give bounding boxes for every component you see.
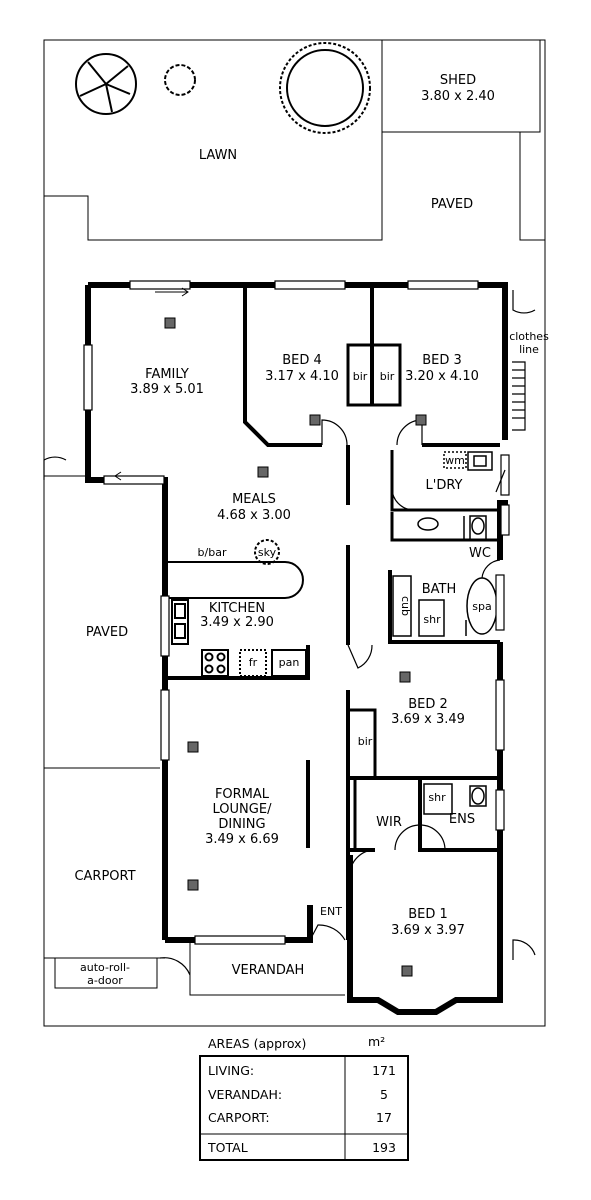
ensuite-label: ENS	[449, 812, 475, 827]
auto-roll-a-door-outline	[54, 957, 158, 989]
family-dims: 3.89 x 5.01	[130, 382, 204, 397]
bed2-label: BED 2	[408, 697, 448, 712]
bed1-dims: 3.69 x 3.97	[391, 923, 465, 938]
areas-table: AREAS (approx) m² LIVING: 171 VERANDAH: …	[199, 1034, 409, 1161]
kitchen-label: KITCHEN	[209, 601, 265, 616]
ceiling-markers	[164, 317, 427, 977]
areas-total-value: 193	[372, 1140, 396, 1155]
bed2-dims: 3.69 x 3.49	[391, 712, 465, 727]
lounge-label-line2: LOUNGE/	[213, 802, 273, 817]
areas-row-value: 17	[376, 1110, 392, 1125]
areas-row-label: CARPORT:	[208, 1110, 270, 1125]
meals-dims: 4.68 x 3.00	[217, 508, 291, 523]
bed1-label: BED 1	[408, 907, 448, 922]
auto-door-line2: a-door	[87, 974, 123, 987]
pantry-label: pan	[279, 656, 300, 669]
areas-row-value: 5	[380, 1087, 388, 1102]
areas-row-value: 171	[372, 1063, 396, 1078]
family-label: FAMILY	[145, 367, 189, 382]
wet-area-fixtures	[392, 451, 498, 815]
areas-unit: m²	[368, 1034, 385, 1049]
fridge-label: fr	[249, 656, 258, 669]
bath-label: BATH	[422, 582, 457, 597]
spa-label: spa	[472, 600, 491, 613]
verandah-label: VERANDAH	[232, 963, 305, 978]
bir-bed3-label: bir	[380, 370, 395, 383]
lounge-dims: 3.49 x 6.69	[205, 832, 279, 847]
shed-dims: 3.80 x 2.40	[421, 89, 495, 104]
door-swings	[43, 290, 536, 976]
site-lines	[44, 475, 345, 996]
areas-row-label: VERANDAH:	[208, 1087, 282, 1102]
shower-bath-label: shr	[423, 613, 441, 626]
carport-label: CARPORT	[74, 869, 135, 884]
windows	[83, 280, 510, 945]
meals-label: MEALS	[232, 492, 276, 507]
washing-machine-label: wm	[445, 454, 465, 467]
bir-bed2-label: bir	[358, 735, 373, 748]
sliding-door-arrows	[114, 287, 189, 481]
tree-icon	[75, 53, 137, 115]
areas-heading: AREAS (approx)	[208, 1036, 306, 1051]
areas-total-label: TOTAL	[207, 1140, 248, 1155]
breakfast-bar-label: b/bar	[198, 546, 227, 559]
kitchen-dims: 3.49 x 2.90	[200, 615, 274, 630]
paved-outline	[519, 132, 545, 241]
clothes-line-label1: clothes	[509, 330, 549, 343]
lawn-label: LAWN	[199, 148, 237, 163]
entry-label: ENT	[320, 905, 342, 918]
wir-label: WIR	[376, 815, 402, 830]
property-boundary	[43, 39, 546, 1027]
bed4-label: BED 4	[282, 353, 322, 368]
lounge-label-line3: DINING	[218, 817, 265, 832]
skylight-label: sky	[258, 546, 277, 559]
areas-row-label: LIVING:	[208, 1063, 254, 1078]
interior-walls	[165, 285, 500, 940]
bed4-dims: 3.17 x 4.10	[265, 369, 339, 384]
lawn-outline	[44, 40, 383, 241]
wc-label: WC	[469, 546, 491, 561]
bed3-dims: 3.20 x 4.10	[405, 369, 479, 384]
tree-icon	[279, 42, 371, 134]
paved-top-label: PAVED	[431, 197, 473, 212]
bir-bed4-label: bir	[353, 370, 368, 383]
paved-side-label: PAVED	[86, 625, 128, 640]
kitchen-benches	[168, 539, 307, 677]
shed-label: SHED	[440, 73, 476, 88]
shower-ensuite-label: shr	[428, 791, 446, 804]
shed-outline	[381, 39, 541, 133]
cupboard-label: cub	[399, 596, 412, 616]
laundry-label: L'DRY	[426, 478, 463, 493]
bed3-label: BED 3	[422, 353, 462, 368]
lounge-label-line1: FORMAL	[215, 787, 270, 802]
tree-icon	[164, 64, 196, 96]
auto-door-line1: auto-roll-	[80, 961, 130, 974]
clothes-line-label2: line	[519, 343, 539, 356]
